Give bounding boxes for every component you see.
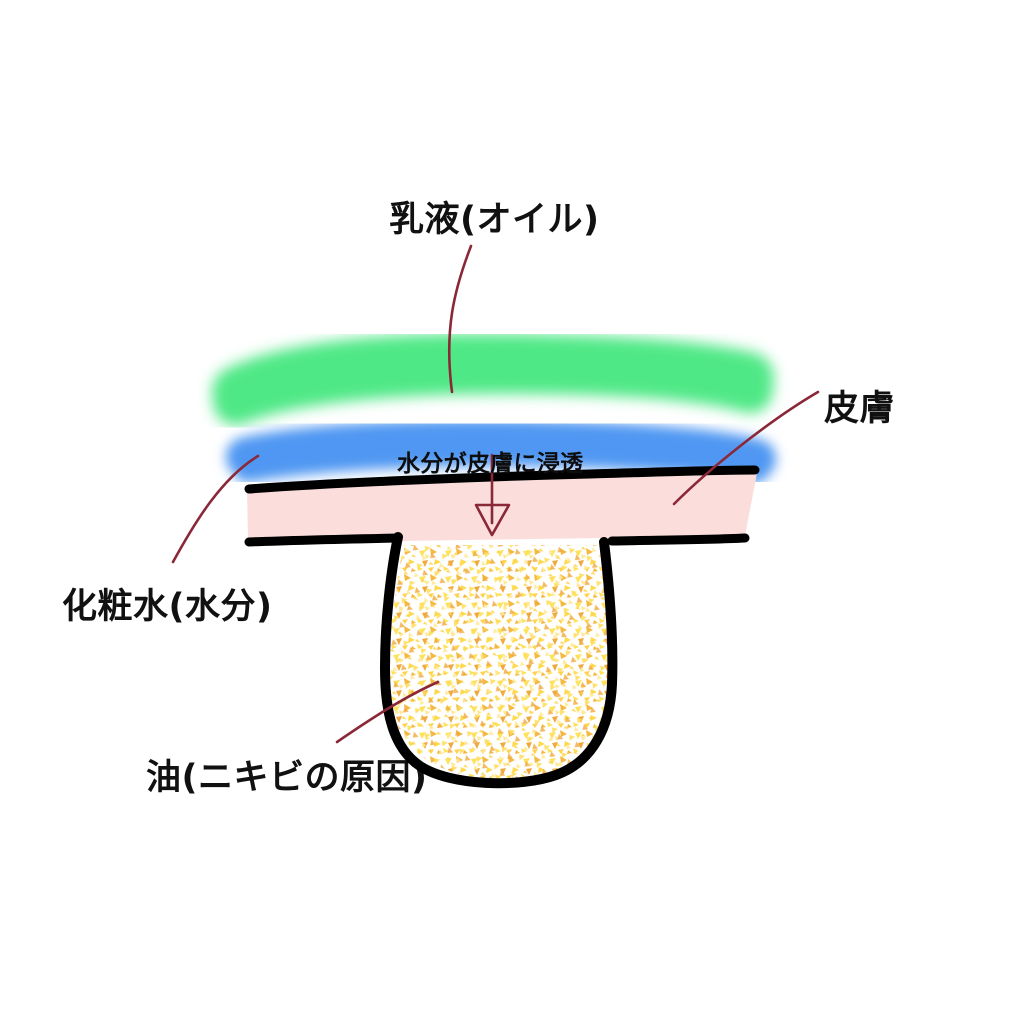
label-toner: 化粧水(水分) (62, 587, 273, 627)
skin-top-line (244, 465, 760, 494)
skin-fill (247, 473, 757, 543)
pore-outline (380, 532, 618, 789)
leader-line-skin (672, 390, 820, 506)
toner-band (226, 419, 776, 483)
leader-line-toner (171, 454, 260, 564)
moisture-penetration-caption: 水分が皮膚に浸透 (397, 451, 584, 477)
sebum-fill (389, 545, 612, 780)
emulsion-band (212, 333, 774, 425)
label-skin: 皮膚 (824, 389, 896, 429)
label-emulsion: 乳液(オイル) (389, 200, 600, 240)
skin-bottom-right-line (607, 533, 750, 546)
leader-line-sebum (335, 680, 440, 744)
skin-bottom-left-line (244, 533, 403, 547)
label-sebum: 油(ニキビの原因) (146, 758, 428, 798)
penetration-arrow (474, 453, 511, 537)
leader-line-emulsion (447, 244, 473, 394)
